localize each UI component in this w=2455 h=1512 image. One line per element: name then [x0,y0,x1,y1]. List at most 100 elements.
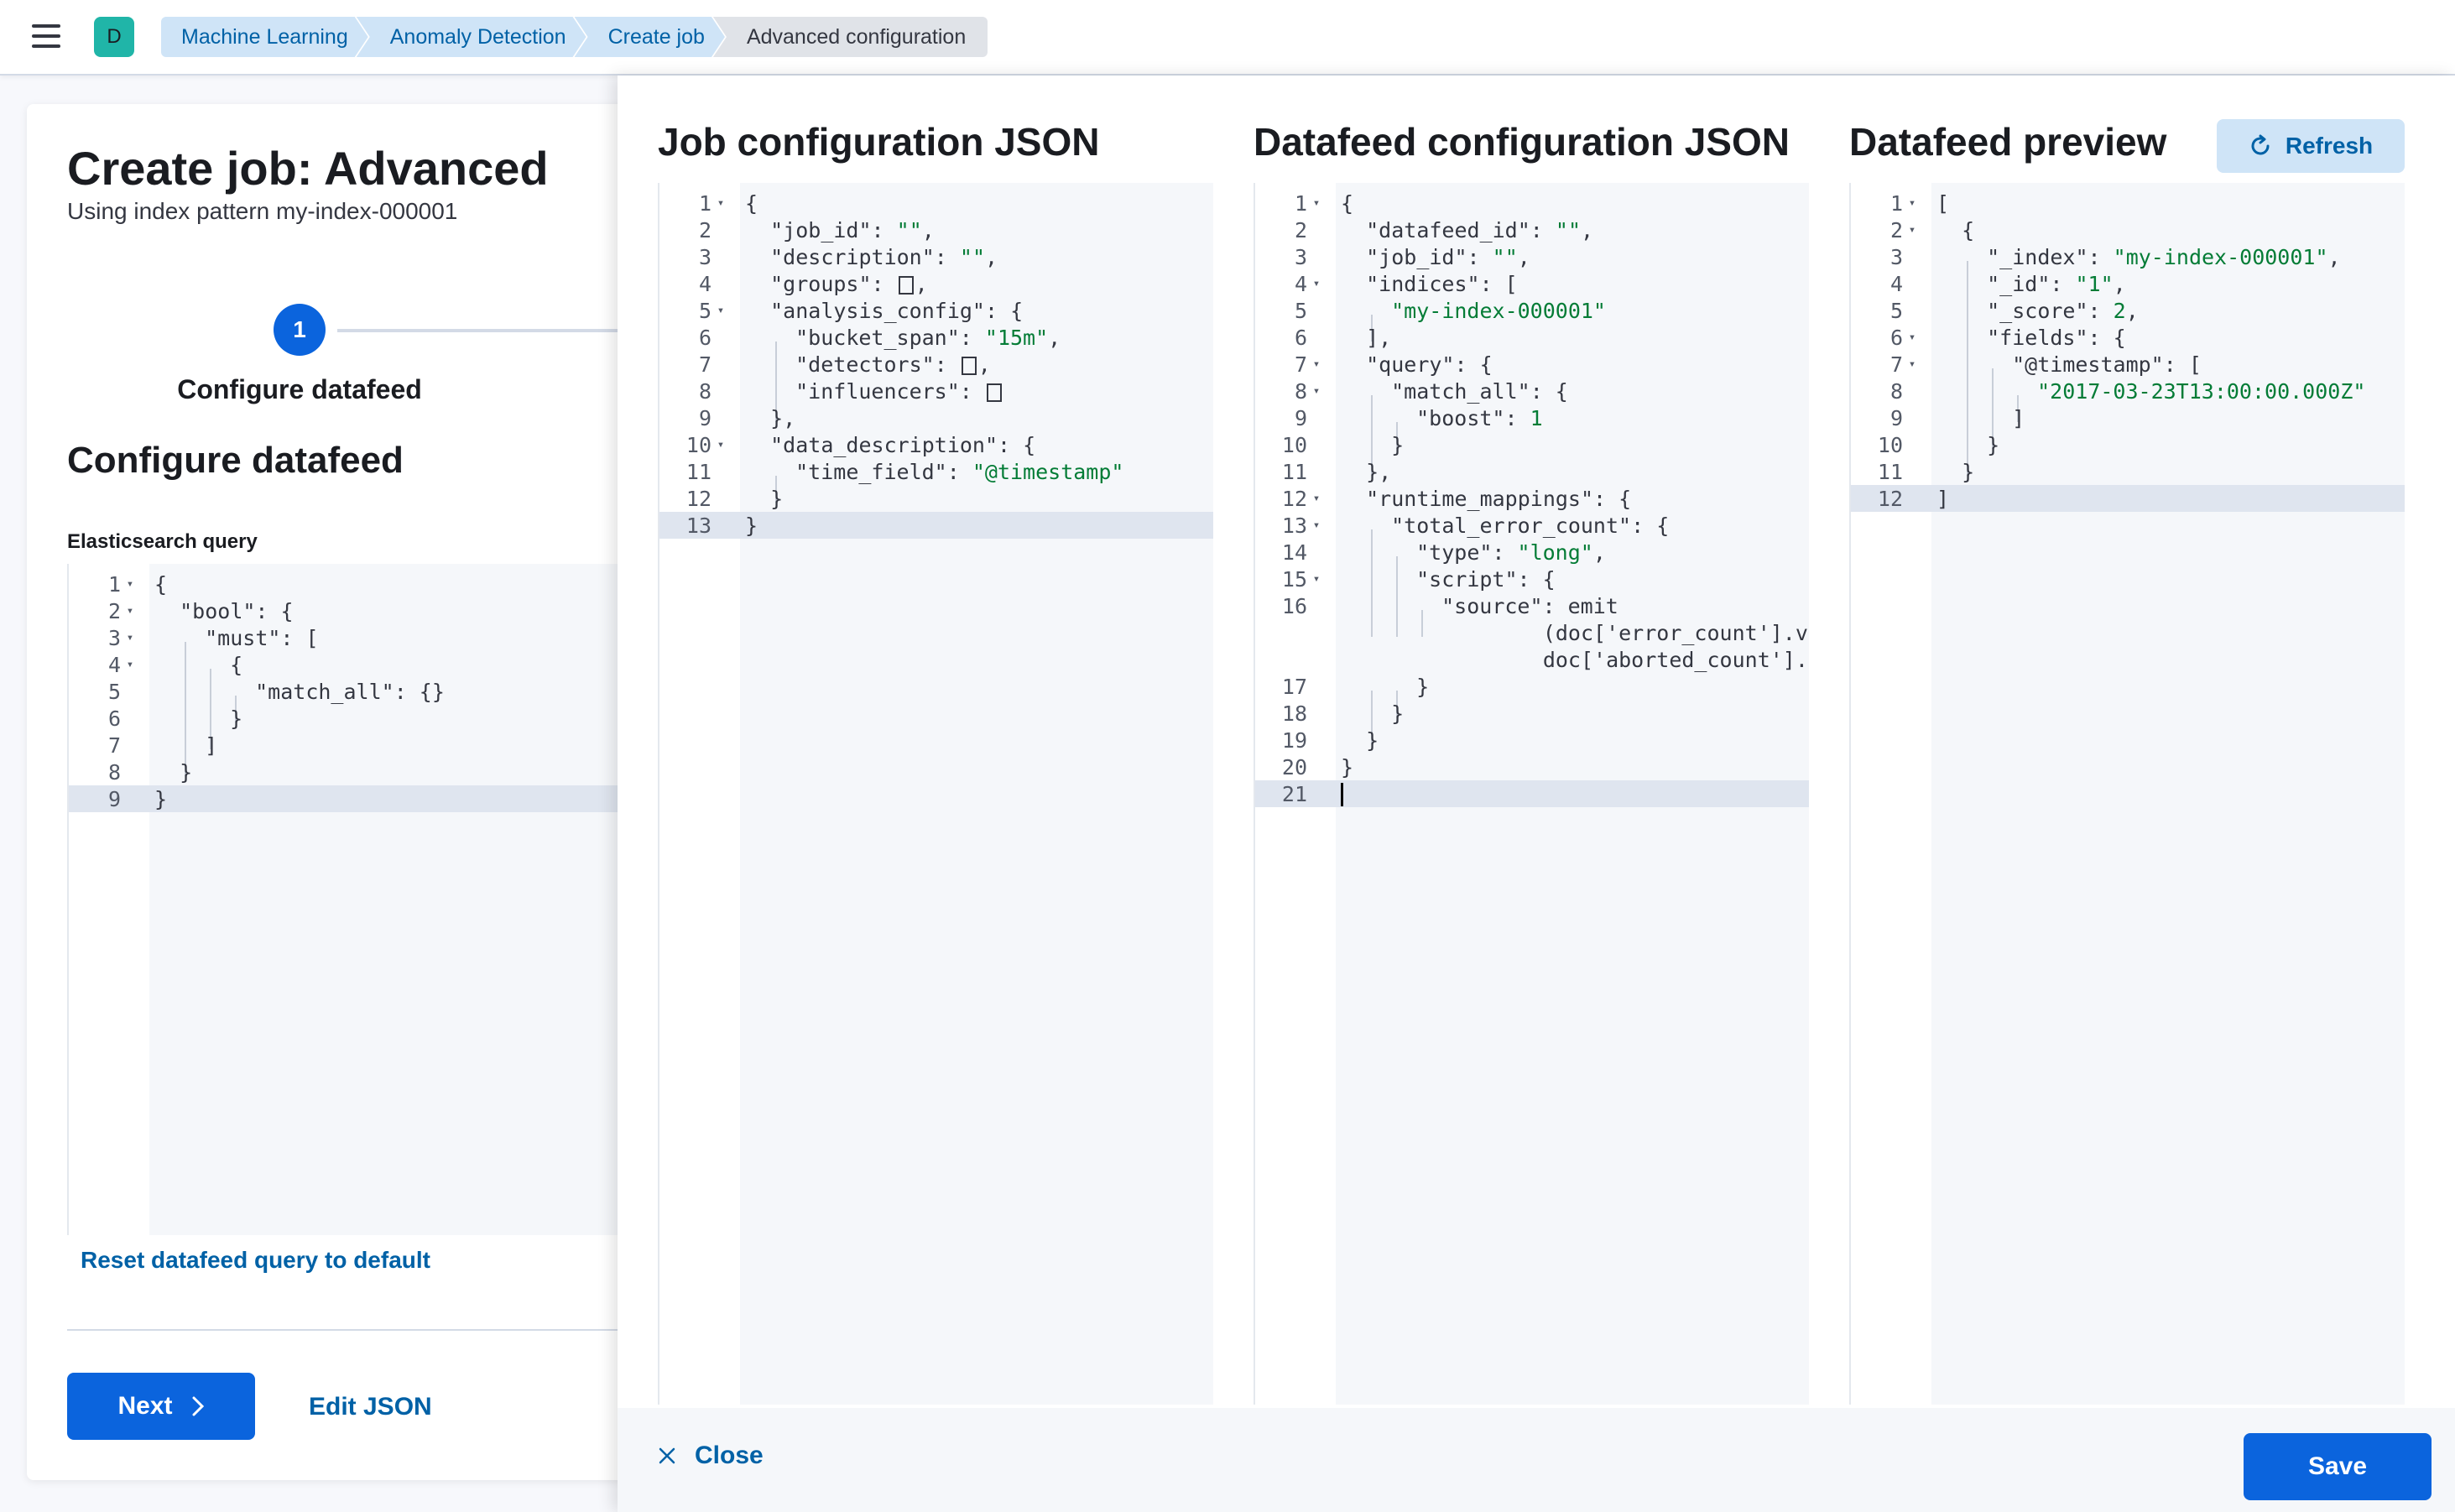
code-line[interactable]: 20} [1255,753,1809,780]
code-line[interactable]: 3▾ "must": [ [69,624,631,669]
fold-caret-icon[interactable]: ▾ [126,604,134,618]
save-button[interactable]: Save [2244,1433,2432,1500]
code-line[interactable]: 2 "datafeed_id": "", [1255,216,1809,243]
fold-caret-icon[interactable]: ▾ [1908,223,1916,237]
code-line[interactable]: 18 } [1255,700,1809,744]
code-line[interactable]: (doc['error_count'].value + [1255,619,1809,646]
code-line[interactable]: 3 "job_id": "", [1255,243,1809,270]
fold-caret-icon[interactable]: ▾ [717,196,725,210]
reset-query-link[interactable]: Reset datafeed query to default [81,1247,430,1273]
refresh-button[interactable]: Refresh [2217,119,2405,173]
code-line[interactable]: 11 }, [1255,458,1809,485]
close-button[interactable]: Close [658,1442,764,1470]
breadcrumb-machine-learning[interactable]: Machine Learning [161,17,368,57]
code-line[interactable]: 15▾ "script": { [1255,566,1809,610]
code-line[interactable]: 17 } [1255,673,1809,717]
es-query-editor[interactable]: 1▾{2▾ "bool": {3▾ "must": [4▾ {5 "match_… [67,564,631,1235]
code-line[interactable]: 10 } [1851,431,2405,476]
code-text: } [1341,727,1379,753]
fold-caret-icon[interactable]: ▾ [126,658,134,671]
code-line[interactable]: 5 "match_all": {} [69,678,631,722]
code-line[interactable]: 19 } [1255,727,1809,753]
code-line[interactable]: 11 "time_field": "@timestamp" [659,458,1213,503]
fold-caret-icon[interactable]: ▾ [1312,196,1321,210]
fold-caret-icon[interactable]: ▾ [126,631,134,644]
code-line[interactable]: 8▾ "match_all": { [1255,378,1809,422]
code-line[interactable]: 3 "description": "", [659,243,1213,270]
code-line[interactable]: 10▾ "data_description": { [659,431,1213,458]
code-line[interactable]: 7▾ "@timestamp": [ [1851,351,2405,395]
fold-caret-icon[interactable]: ▾ [1908,196,1916,210]
space-avatar[interactable]: D [94,17,134,57]
breadcrumb-create-job[interactable]: Create job [575,17,725,57]
fold-caret-icon[interactable]: ▾ [1312,357,1321,371]
code-line[interactable]: 11 } [1851,458,2405,485]
line-number: 3▾ [69,626,149,650]
code-line[interactable]: 9 ] [1851,404,2405,449]
next-button[interactable]: Next [67,1373,255,1440]
code-line[interactable]: 5 "_score": 2, [1851,297,2405,342]
fold-caret-icon[interactable]: ▾ [717,304,725,317]
fold-caret-icon[interactable]: ▾ [1312,384,1321,398]
code-line[interactable]: 14 "type": "long", [1255,539,1809,583]
code-line[interactable]: 3 "_index": "my-index-000001", [1851,243,2405,288]
code-line[interactable]: 9 "boost": 1 [1255,404,1809,449]
code-line[interactable]: 10 } [1255,431,1809,476]
code-line[interactable]: 16 "source": emit [1255,592,1809,637]
code-line[interactable]: 5▾ "analysis_config": { [659,297,1213,324]
code-line[interactable]: 12▾ "runtime_mappings": { [1255,485,1809,512]
code-line[interactable]: 8 "2017-03-23T13:00:00.000Z" [1851,378,2405,422]
code-line[interactable]: 8 } [69,759,631,785]
code-line[interactable]: 6 } [69,705,631,749]
code-line[interactable]: 6 "bucket_span": "15m", [659,324,1213,368]
code-line[interactable]: 8 "influencers": [659,378,1213,422]
code-text: ] [185,733,218,776]
code-line[interactable]: 12] [1851,485,2405,512]
code-line[interactable]: 2▾ "bool": { [69,597,631,624]
code-line[interactable]: 1▾{ [659,190,1213,216]
datafeed-preview-editor[interactable]: 1▾[2▾ {3 "_index": "my-index-000001",4 "… [1849,183,2405,1405]
code-line[interactable]: 21 [1255,780,1809,807]
breadcrumb-anomaly-detection[interactable]: Anomaly Detection [357,17,586,57]
step-number-badge[interactable]: 1 [274,304,326,356]
code-line[interactable]: 6 ], [1255,324,1809,351]
fold-caret-icon[interactable]: ▾ [1312,572,1321,586]
code-line[interactable]: 7 "detectors": , [659,351,1213,395]
code-line[interactable]: 7 ] [69,732,631,776]
fold-caret-icon[interactable]: ▾ [1312,519,1321,532]
step-title[interactable]: Configure datafeed [177,374,422,404]
code-text: "_id": "1", [1967,271,2126,315]
menu-icon[interactable] [32,24,62,50]
text-cursor [1341,783,1343,806]
code-line[interactable]: doc['aborted_count'].value) [1255,646,1809,673]
code-line[interactable]: 9 }, [659,404,1213,431]
fold-caret-icon[interactable]: ▾ [717,438,725,451]
fold-caret-icon[interactable]: ▾ [1908,331,1916,344]
code-line[interactable]: 4 "_id": "1", [1851,270,2405,315]
code-line[interactable]: 2▾ { [1851,216,2405,243]
code-line[interactable]: 13▾ "total_error_count": { [1255,512,1809,556]
code-line[interactable]: 1▾{ [1255,190,1809,216]
breadcrumb-advanced-configuration: Advanced configuration [712,17,988,57]
job-config-editor[interactable]: 1▾{2 "job_id": "",3 "description": "",4 … [658,183,1213,1405]
code-line[interactable]: 6▾ "fields": { [1851,324,2405,368]
code-line[interactable]: 7▾ "query": { [1255,351,1809,378]
fold-caret-icon[interactable]: ▾ [1908,357,1916,371]
code-line[interactable]: 12 } [659,485,1213,512]
code-line[interactable]: 2 "job_id": "", [659,216,1213,243]
code-line[interactable]: 13} [659,512,1213,539]
fold-caret-icon[interactable]: ▾ [1312,492,1321,505]
fold-caret-icon[interactable]: ▾ [126,577,134,591]
code-line[interactable]: 4 "groups": , [659,270,1213,297]
code-line[interactable]: 1▾[ [1851,190,2405,216]
edit-json-button[interactable]: Edit JSON [309,1393,432,1421]
code-line[interactable]: 9} [69,785,631,812]
code-line[interactable]: 5 "my-index-000001" [1255,297,1809,342]
code-line[interactable]: 4▾ { [69,651,631,696]
page-title: Create job: Advanced [67,142,549,195]
code-line[interactable]: 1▾{ [69,571,631,597]
code-line[interactable]: 4▾ "indices": [ [1255,270,1809,297]
datafeed-config-editor[interactable]: 1▾{2 "datafeed_id": "",3 "job_id": "",4▾… [1254,183,1809,1405]
fold-caret-icon[interactable]: ▾ [1312,277,1321,290]
code-text [1336,781,1343,806]
